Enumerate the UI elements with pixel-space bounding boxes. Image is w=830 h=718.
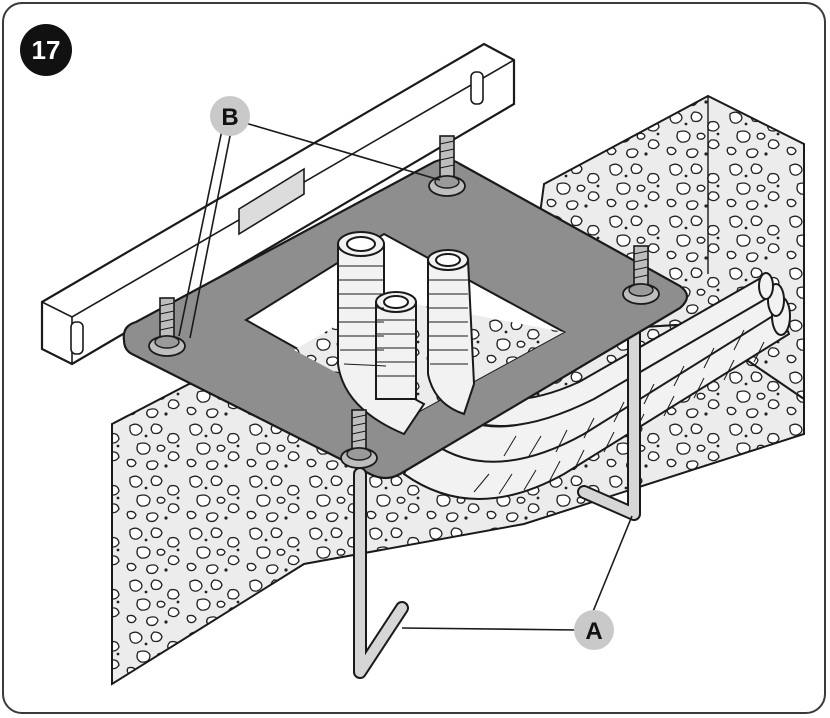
installation-diagram: B A 17 <box>20 24 805 686</box>
anchor-nut-right <box>622 245 660 305</box>
conduit-end <box>758 272 774 300</box>
anchor-nut-left <box>148 297 186 357</box>
conduits-vertical <box>337 231 476 436</box>
number-circle-icon: 17 <box>20 24 72 76</box>
vertical-conduit-ribs <box>338 265 468 377</box>
callout-b-leaders <box>178 121 441 339</box>
step-number: 17 <box>32 35 61 65</box>
callout-b: B <box>210 96 250 136</box>
callout-b-label: B <box>221 104 238 131</box>
anchor-rod-right <box>577 327 641 521</box>
callout-a: A <box>574 610 614 650</box>
callout-a-leaders <box>401 515 633 631</box>
anchor-rod-left <box>353 467 409 679</box>
conduit-ribs <box>473 329 765 495</box>
anchor-nut-front <box>340 409 378 469</box>
spirit-level <box>40 42 516 366</box>
anchor-nut-top <box>428 135 466 197</box>
callout-a-label: A <box>585 618 602 645</box>
